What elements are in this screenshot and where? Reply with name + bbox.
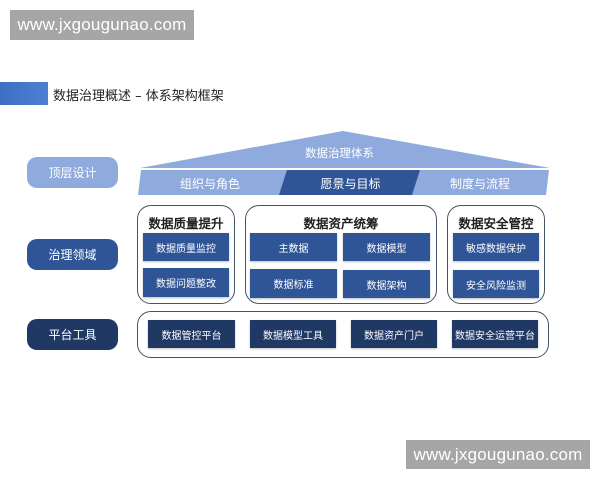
layer-label-top-design: 顶层设计 — [27, 157, 118, 188]
domain-title: 数据资产统筹 — [303, 216, 379, 231]
domain-item: 数据模型 — [343, 233, 430, 261]
watermark-bottom: www.jxgougunao.com — [406, 440, 590, 469]
domain-item: 主数据 — [250, 233, 337, 261]
domain-item: 数据架构 — [343, 270, 430, 298]
domain-item: 敏感数据保护 — [453, 233, 539, 261]
domain-item: 安全风险监测 — [453, 270, 539, 298]
page-title: 数据治理概述 – 体系架构框架 — [53, 89, 224, 104]
domain-item: 数据标准 — [250, 269, 337, 298]
platform-tool: 数据模型工具 — [250, 320, 336, 348]
roof-shape — [138, 131, 550, 195]
header-accent-bar — [0, 82, 48, 105]
roof-segment-org: 组织与角色 — [179, 176, 240, 191]
layer-label-governance: 治理领域 — [27, 239, 118, 270]
platform-tool: 数据管控平台 — [148, 320, 235, 348]
domain-item: 数据质量监控 — [143, 233, 229, 261]
roof-title: 数据治理体系 — [305, 146, 374, 160]
roof-segment-vision: 愿景与目标 — [320, 176, 381, 191]
watermark-top: www.jxgougunao.com — [10, 10, 194, 40]
roof-segment-process: 制度与流程 — [449, 176, 510, 191]
platform-tool: 数据安全运营平台 — [452, 320, 538, 348]
domain-title: 数据质量提升 — [148, 216, 224, 231]
layer-label-platform: 平台工具 — [27, 319, 118, 350]
platform-tool: 数据资产门户 — [351, 320, 437, 348]
domain-title: 数据安全管控 — [458, 216, 534, 231]
domain-item: 数据问题整改 — [143, 268, 229, 297]
